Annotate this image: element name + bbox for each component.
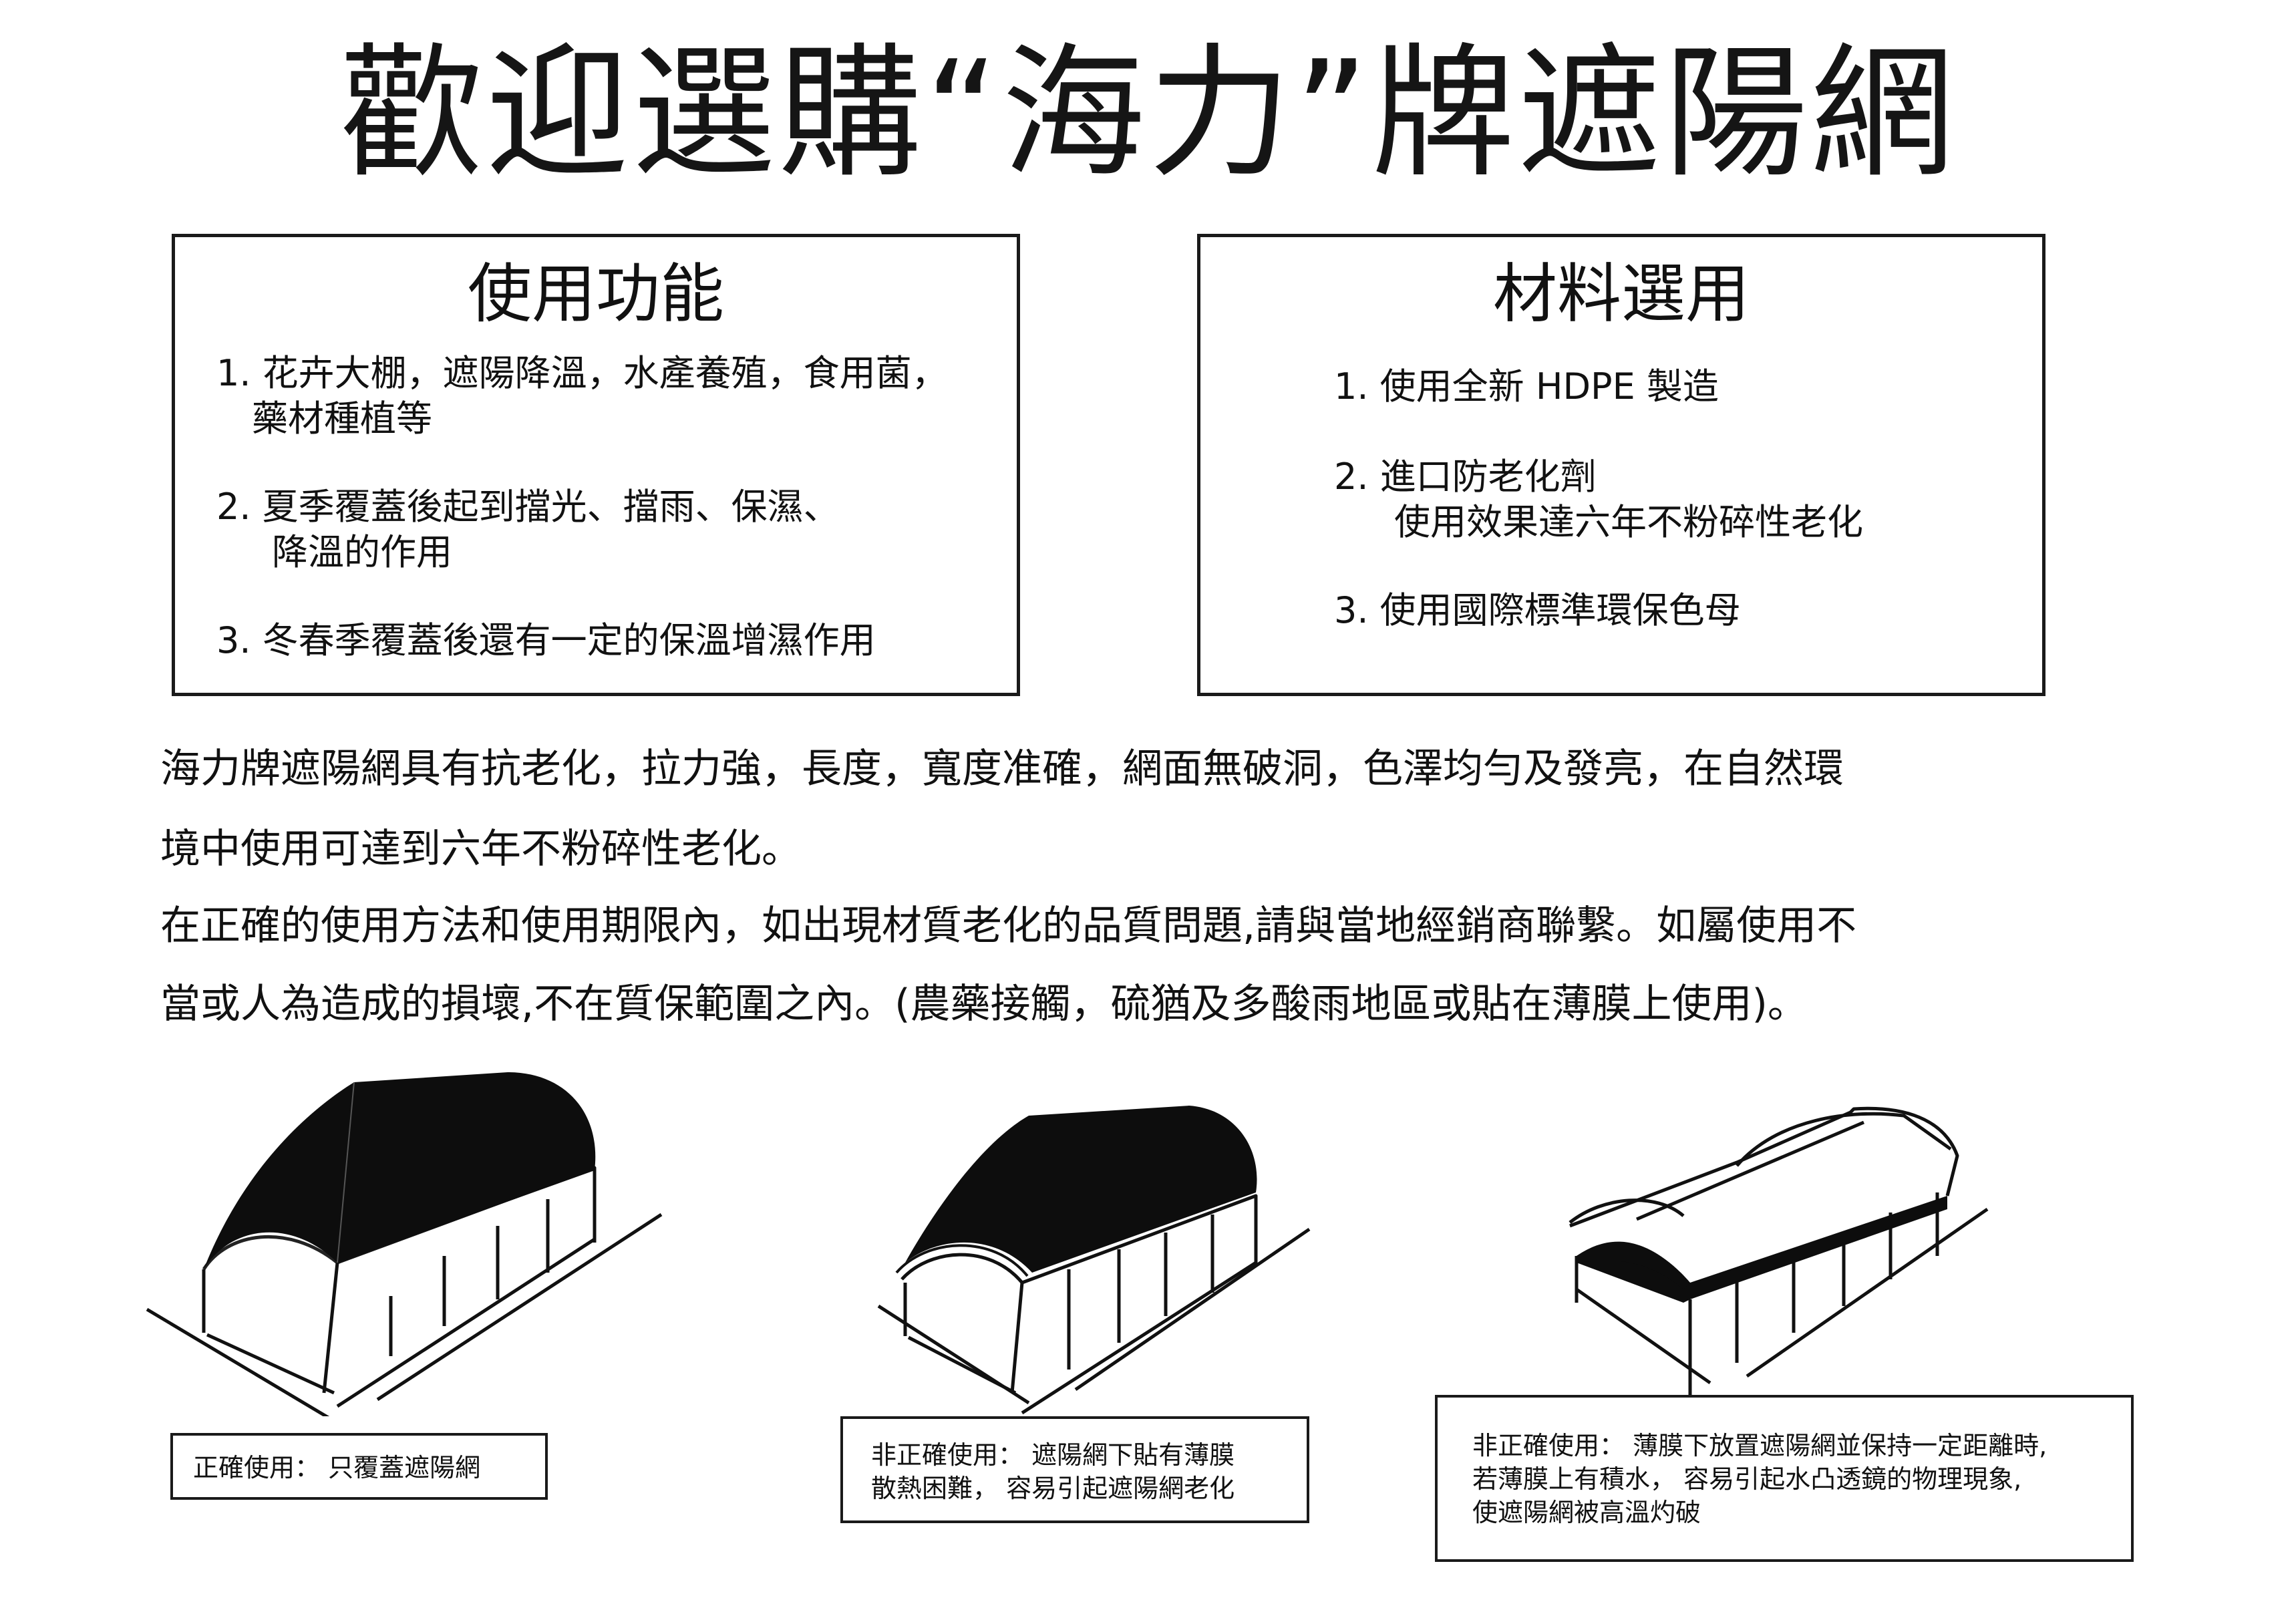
description-line-2: 境中使用可達到六年不粉碎性老化。	[160, 826, 802, 872]
page-title: 歡迎選購“海力”牌遮陽網	[339, 29, 1957, 197]
function-item-1-line2: 藥材種植等	[252, 397, 432, 440]
caption-incorrect-film-above-line1: 非正確使用： 薄膜下放置遮陽網並保持一定距離時,	[1472, 1431, 2047, 1460]
material-item-2-line1: 2. 進口防老化劑	[1334, 456, 1597, 498]
materials-box: 材料選用 1. 使用全新 HDPE 製造 2. 進口防老化劑 使用效果達六年不粉…	[1197, 234, 2045, 696]
caption-incorrect-film-under-line1: 非正確使用： 遮陽網下貼有薄膜	[871, 1440, 1235, 1470]
greenhouse-film-above-net-illustration	[1569, 1106, 1989, 1400]
material-item-2-line2: 使用效果達六年不粉碎性老化	[1394, 501, 1863, 543]
description-line-3: 在正確的使用方法和使用期限內，如出現材質老化的品質問題,請與當地經銷商聯繫。如屬…	[160, 903, 1857, 949]
material-item-3-line1: 3. 使用國際標準環保色母	[1334, 589, 1741, 631]
caption-incorrect-film-above-line2: 若薄膜上有積水， 容易引起水凸透鏡的物理現象,	[1472, 1464, 2022, 1494]
caption-incorrect-film-under-line2: 散熱困難， 容易引起遮陽網老化	[871, 1474, 1235, 1503]
function-item-1-line1: 1. 花卉大棚，遮陽降溫，水產養殖，食用菌，	[216, 352, 948, 394]
caption-incorrect-film-under: 非正確使用： 遮陽網下貼有薄膜 散熱困難， 容易引起遮陽網老化	[840, 1416, 1309, 1523]
function-item-2-line1: 2. 夏季覆蓋後起到擋光、擋雨、保濕、	[216, 486, 840, 528]
caption-correct-line1: 正確使用： 只覆蓋遮陽網	[193, 1453, 481, 1482]
function-item-2-line2: 降溫的作用	[272, 531, 452, 573]
description-line-4: 當或人為造成的損壞,不在質保範圍之內。(農藥接觸，硫猶及多酸雨地區或貼在薄膜上使…	[160, 981, 1808, 1027]
functions-box: 使用功能 1. 花卉大棚，遮陽降溫，水產養殖，食用菌， 藥材種植等 2. 夏季覆…	[172, 234, 1020, 696]
greenhouse-correct-illustration	[146, 1072, 663, 1416]
material-item-1-line1: 1. 使用全新 HDPE 製造	[1334, 365, 1719, 408]
description-line-1: 海力牌遮陽網具有抗老化，拉力強，長度，寬度准確，網面無破洞，色澤均勻及發亮，在自…	[160, 746, 1844, 792]
functions-heading: 使用功能	[468, 257, 724, 331]
materials-heading: 材料選用	[1493, 257, 1750, 331]
shade-net-shape	[204, 1072, 596, 1269]
caption-correct: 正確使用： 只覆蓋遮陽網	[170, 1433, 548, 1500]
function-item-3-line1: 3. 冬春季覆蓋後還有一定的保溫增濕作用	[216, 619, 876, 661]
shade-net-shape	[905, 1106, 1257, 1273]
caption-incorrect-film-above-line3: 使遮陽網被高溫灼破	[1472, 1498, 1701, 1527]
caption-incorrect-film-above: 非正確使用： 薄膜下放置遮陽網並保持一定距離時, 若薄膜上有積水， 容易引起水凸…	[1435, 1395, 2134, 1562]
greenhouse-film-under-net-illustration	[877, 1106, 1311, 1415]
